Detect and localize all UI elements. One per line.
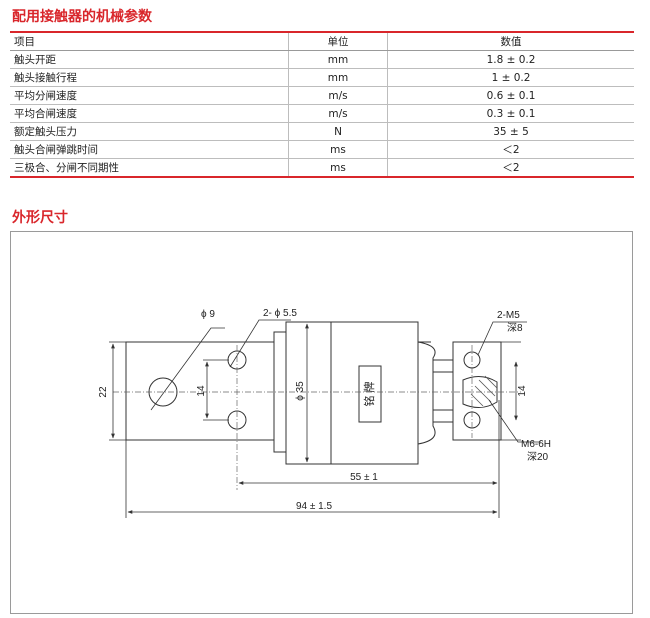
header-unit: 单位 (288, 33, 388, 51)
label-two-holes: 2- ϕ 5.5 (263, 308, 297, 319)
row-unit: mm (288, 50, 388, 69)
label-hole-dia: ϕ 9 (201, 309, 215, 320)
dimension-drawing: ϕ 9 2- ϕ 5.5 22 14 ϕ 35 铭 牌 2-M5 深8 14 M… (10, 231, 633, 614)
table-row: 触头开距 mm 1.8 ± 0.2 (10, 50, 634, 69)
row-value: 1.8 ± 0.2 (387, 50, 634, 69)
row-item: 触头开距 (10, 50, 289, 69)
label-dim-14-left: 14 (196, 385, 207, 397)
table-row: 额定触头压力 N 35 ± 5 (10, 122, 634, 141)
label-nameplate: 铭 牌 (362, 381, 376, 406)
label-dim-14-right: 14 (517, 385, 528, 397)
table-header-row: 项目 单位 数值 (10, 33, 634, 51)
section-title-dimensions: 外形尺寸 (12, 210, 68, 226)
label-depth-20: 深20 (527, 451, 549, 463)
m6-thread-hole (462, 376, 498, 408)
row-value: 1 ± 0.2 (387, 68, 634, 87)
row-value: 0.6 ± 0.1 (387, 86, 634, 105)
label-dim-35: ϕ 35 (295, 381, 306, 401)
row-value: ＜2 (387, 158, 634, 177)
row-unit: ms (288, 158, 388, 177)
table-row: 触头合闸弹跳时间 ms ＜2 (10, 140, 634, 159)
row-item: 平均合闸速度 (10, 104, 289, 123)
row-unit: mm (288, 68, 388, 87)
row-item: 三极合、分闸不同期性 (10, 158, 289, 177)
header-item: 项目 (10, 33, 289, 51)
table-bottom-rule (10, 176, 634, 178)
nameplate-box (358, 365, 382, 423)
label-dim-22: 22 (98, 386, 109, 398)
section-title-parameters: 配用接触器的机械参数 (12, 9, 152, 25)
row-item: 触头合闸弹跳时间 (10, 140, 289, 159)
right-terminal-block (452, 341, 502, 441)
shaft (432, 359, 454, 423)
header-value: 数值 (387, 33, 634, 51)
label-thread-m5: 2-M5 (497, 310, 520, 321)
label-thread-m6: M6-6H (521, 439, 551, 450)
row-unit: m/s (288, 86, 388, 105)
table-row: 触头接触行程 mm 1 ± 0.2 (10, 68, 634, 87)
label-dim-55: 55 ± 1 (350, 472, 378, 483)
label-dim-94: 94 ± 1.5 (296, 501, 333, 512)
row-item: 平均分闸速度 (10, 86, 289, 105)
drawing-svg: ϕ 9 2- ϕ 5.5 22 14 ϕ 35 铭 牌 2-M5 深8 14 M… (98, 308, 551, 518)
row-item: 触头接触行程 (10, 68, 289, 87)
parameter-table: 项目 单位 数值 触头开距 mm 1.8 ± 0.2 触头接触行程 mm 1 ±… (10, 33, 634, 177)
row-unit: m/s (288, 104, 388, 123)
table-row: 三极合、分闸不同期性 ms ＜2 (10, 158, 634, 177)
row-unit: ms (288, 140, 388, 159)
label-depth-8: 深8 (507, 322, 523, 334)
row-unit: N (288, 122, 388, 141)
main-body (285, 321, 419, 465)
table-row: 平均分闸速度 m/s 0.6 ± 0.1 (10, 86, 634, 105)
row-value: 0.3 ± 0.1 (387, 104, 634, 123)
table-row: 平均合闸速度 m/s 0.3 ± 0.1 (10, 104, 634, 123)
title-rule (10, 31, 634, 33)
row-value: 35 ± 5 (387, 122, 634, 141)
row-value: ＜2 (387, 140, 634, 159)
row-item: 额定触头压力 (10, 122, 289, 141)
